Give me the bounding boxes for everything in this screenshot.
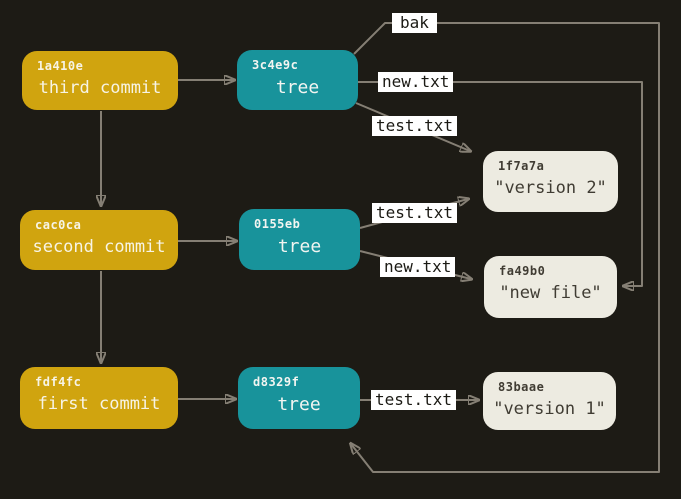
- commit-node-first: fdf4fc first commit: [20, 367, 178, 429]
- commit-message: first commit: [37, 394, 161, 414]
- commit-node-third: 1a410e third commit: [22, 51, 178, 110]
- blob-hash: 83baae: [498, 380, 545, 394]
- blob-hash: 1f7a7a: [498, 159, 545, 173]
- edge-label-testtxt-tree3: test.txt: [372, 116, 458, 136]
- edge-label-testtxt-tree1: test.txt: [371, 390, 457, 410]
- commit-hash: 1a410e: [37, 59, 84, 73]
- tree-hash: 0155eb: [254, 217, 301, 231]
- blob-node-1f7a7a: 1f7a7a "version 2": [483, 151, 618, 212]
- tree-node-3c4e9c: 3c4e9c tree: [237, 50, 358, 110]
- commit-node-second: cac0ca second commit: [20, 210, 178, 270]
- blob-content: "version 2": [494, 178, 607, 198]
- commit-hash: fdf4fc: [35, 375, 82, 389]
- tree-node-d8329f: d8329f tree: [238, 367, 360, 429]
- tree-node-0155eb: 0155eb tree: [239, 209, 360, 270]
- edge-label-newtxt-tree2: new.txt: [380, 257, 456, 277]
- tree-label: tree: [277, 394, 321, 415]
- tree-label: tree: [277, 236, 322, 257]
- edge-label-bak: bak: [392, 13, 437, 33]
- edge-label-testtxt-tree2: test.txt: [372, 203, 458, 223]
- tree-hash: 3c4e9c: [252, 58, 299, 72]
- blob-content: "version 1": [493, 399, 606, 419]
- edge-label-newtxt-tree3: new.txt: [378, 72, 454, 92]
- blob-node-fa49b0: fa49b0 "new file": [484, 256, 617, 318]
- edge-tree3-newtxt-blob-newfile: [358, 81, 643, 286]
- blob-node-83baae: 83baae "version 1": [483, 372, 616, 430]
- commit-message: second commit: [32, 237, 166, 257]
- edge-tree3-bak-tree1: [351, 22, 660, 473]
- blob-hash: fa49b0: [499, 264, 546, 278]
- blob-content: "new file": [499, 283, 602, 303]
- tree-hash: d8329f: [253, 375, 300, 389]
- commit-hash: cac0ca: [35, 218, 82, 232]
- commit-message: third commit: [38, 78, 162, 98]
- tree-label: tree: [275, 77, 320, 98]
